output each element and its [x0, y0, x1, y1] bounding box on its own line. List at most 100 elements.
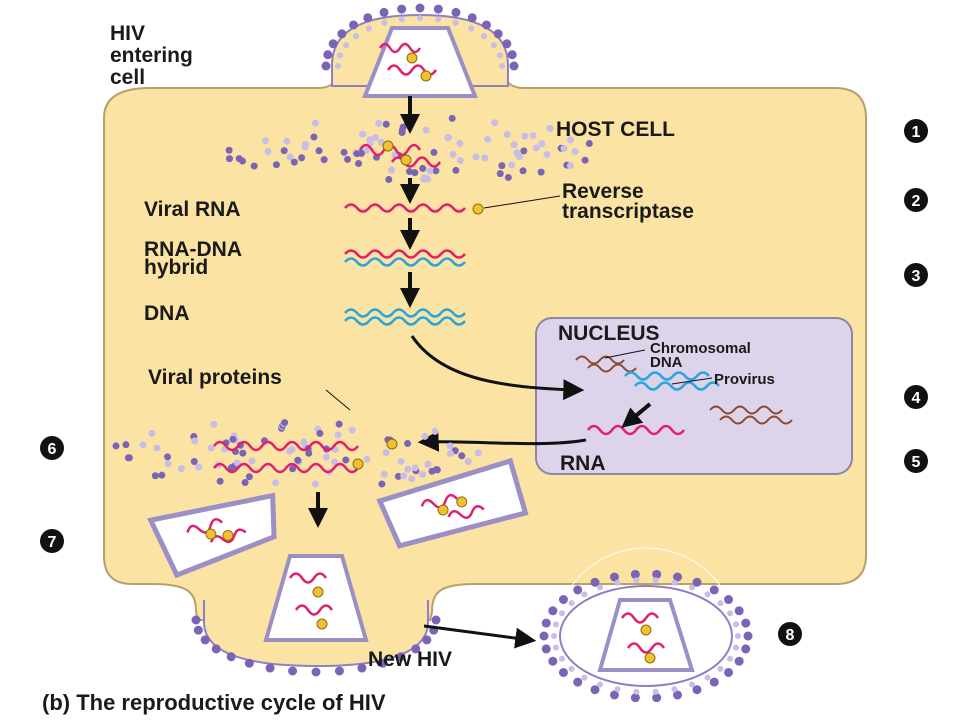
envelope-protein: [590, 577, 600, 587]
viral-protein: [323, 453, 331, 461]
label-provirus: Provirus: [714, 371, 775, 388]
assembling-virion-right: [376, 457, 529, 549]
envelope-protein: [633, 577, 640, 584]
step-4-badge: [904, 385, 928, 409]
reverse-transcriptase-enzyme: [472, 203, 484, 215]
envelope-protein: [689, 584, 695, 591]
new-virion-envelope-proteins: [539, 569, 753, 703]
viral-protein: [399, 123, 407, 131]
envelope-protein: [451, 7, 461, 17]
envelope-protein: [343, 42, 350, 49]
viral-protein: [241, 478, 249, 486]
envelope-protein: [671, 686, 678, 693]
viral-protein: [581, 156, 589, 164]
viral-protein: [359, 130, 367, 138]
envelope-protein: [193, 625, 203, 635]
viral-protein: [288, 446, 296, 454]
viral-protein: [503, 130, 511, 138]
step-2-badge: [904, 188, 928, 212]
viral-protein: [151, 472, 159, 480]
envelope-protein: [692, 577, 702, 587]
viral-protein: [225, 155, 233, 163]
label-hiv-entering: HIV entering cell: [110, 22, 199, 89]
envelope-protein: [709, 677, 719, 687]
viral-protein: [571, 148, 579, 156]
viral-protein: [585, 140, 593, 148]
envelope-protein: [467, 13, 477, 23]
envelope-protein: [689, 681, 695, 688]
envelope-protein: [481, 33, 488, 40]
viral-protein: [380, 470, 388, 478]
viral-protein: [566, 162, 574, 170]
viral-protein: [248, 457, 256, 465]
label-nucleus: NUCLEUS: [558, 322, 660, 345]
arrow-integration: [410, 335, 585, 401]
envelope-protein: [493, 29, 503, 39]
viral-protein: [404, 439, 412, 447]
envelope-protein: [630, 569, 640, 579]
envelope-protein: [704, 591, 711, 598]
viral-protein: [272, 479, 280, 487]
viral-protein: [519, 167, 527, 175]
envelope-protein: [541, 618, 551, 628]
envelope-protein: [573, 677, 583, 687]
envelope-protein: [244, 658, 254, 668]
viral-protein: [294, 456, 302, 464]
viral-protein: [357, 149, 365, 157]
viral-protein: [464, 458, 472, 466]
envelope-protein: [590, 685, 600, 695]
assembling-virion-left: [147, 492, 277, 579]
envelope-protein: [652, 569, 662, 579]
viral-protein: [491, 119, 499, 127]
viral-protein: [400, 472, 408, 480]
envelope-protein: [732, 644, 739, 651]
viral-protein: [239, 449, 247, 457]
viral-protein: [375, 119, 383, 127]
viral-protein: [330, 458, 338, 466]
viral-protein: [446, 449, 454, 457]
reverse-transcriptase-pointer: [483, 195, 561, 209]
viral-protein: [139, 441, 147, 449]
envelope-protein: [211, 644, 221, 654]
viral-protein: [245, 473, 253, 481]
label-rna: RNA: [560, 452, 606, 475]
envelope-protein: [709, 585, 719, 595]
envelope-protein: [743, 631, 753, 641]
viral-dna-strand-b: [344, 316, 466, 326]
envelope-protein: [541, 644, 551, 654]
viral-protein: [122, 441, 130, 449]
step-3-label: 3: [912, 268, 921, 285]
envelope-protein: [357, 663, 367, 673]
viral-protein: [419, 470, 427, 478]
envelope-protein: [692, 685, 702, 695]
viral-rna-strand: [344, 203, 466, 213]
step-8-label: 8: [786, 627, 795, 644]
envelope-protein: [321, 61, 331, 71]
viral-protein: [207, 444, 215, 452]
viral-protein: [567, 136, 575, 144]
envelope-protein: [397, 4, 407, 14]
viral-protein: [344, 155, 352, 163]
viral-protein: [164, 453, 172, 461]
envelope-protein: [717, 665, 724, 672]
viral-protein: [406, 168, 414, 176]
envelope-protein: [652, 688, 659, 695]
viral-rna-copies: [213, 438, 398, 474]
viral-protein: [289, 465, 297, 473]
envelope-protein: [398, 16, 405, 23]
envelope-protein: [509, 61, 519, 71]
viral-protein: [348, 426, 356, 434]
step-4-label: 4: [912, 390, 921, 407]
viral-protein: [301, 143, 309, 151]
budding-virion: [203, 554, 429, 668]
envelope-protein: [490, 42, 497, 49]
envelope-protein: [435, 16, 442, 23]
label-viral-proteins: Viral proteins: [148, 366, 282, 389]
viral-protein: [238, 157, 246, 165]
envelope-protein: [365, 25, 372, 32]
arrow-release: [423, 624, 537, 649]
envelope-protein: [335, 63, 341, 69]
viral-protein: [456, 140, 464, 148]
envelope-protein: [337, 52, 344, 59]
envelope-protein: [323, 50, 333, 60]
